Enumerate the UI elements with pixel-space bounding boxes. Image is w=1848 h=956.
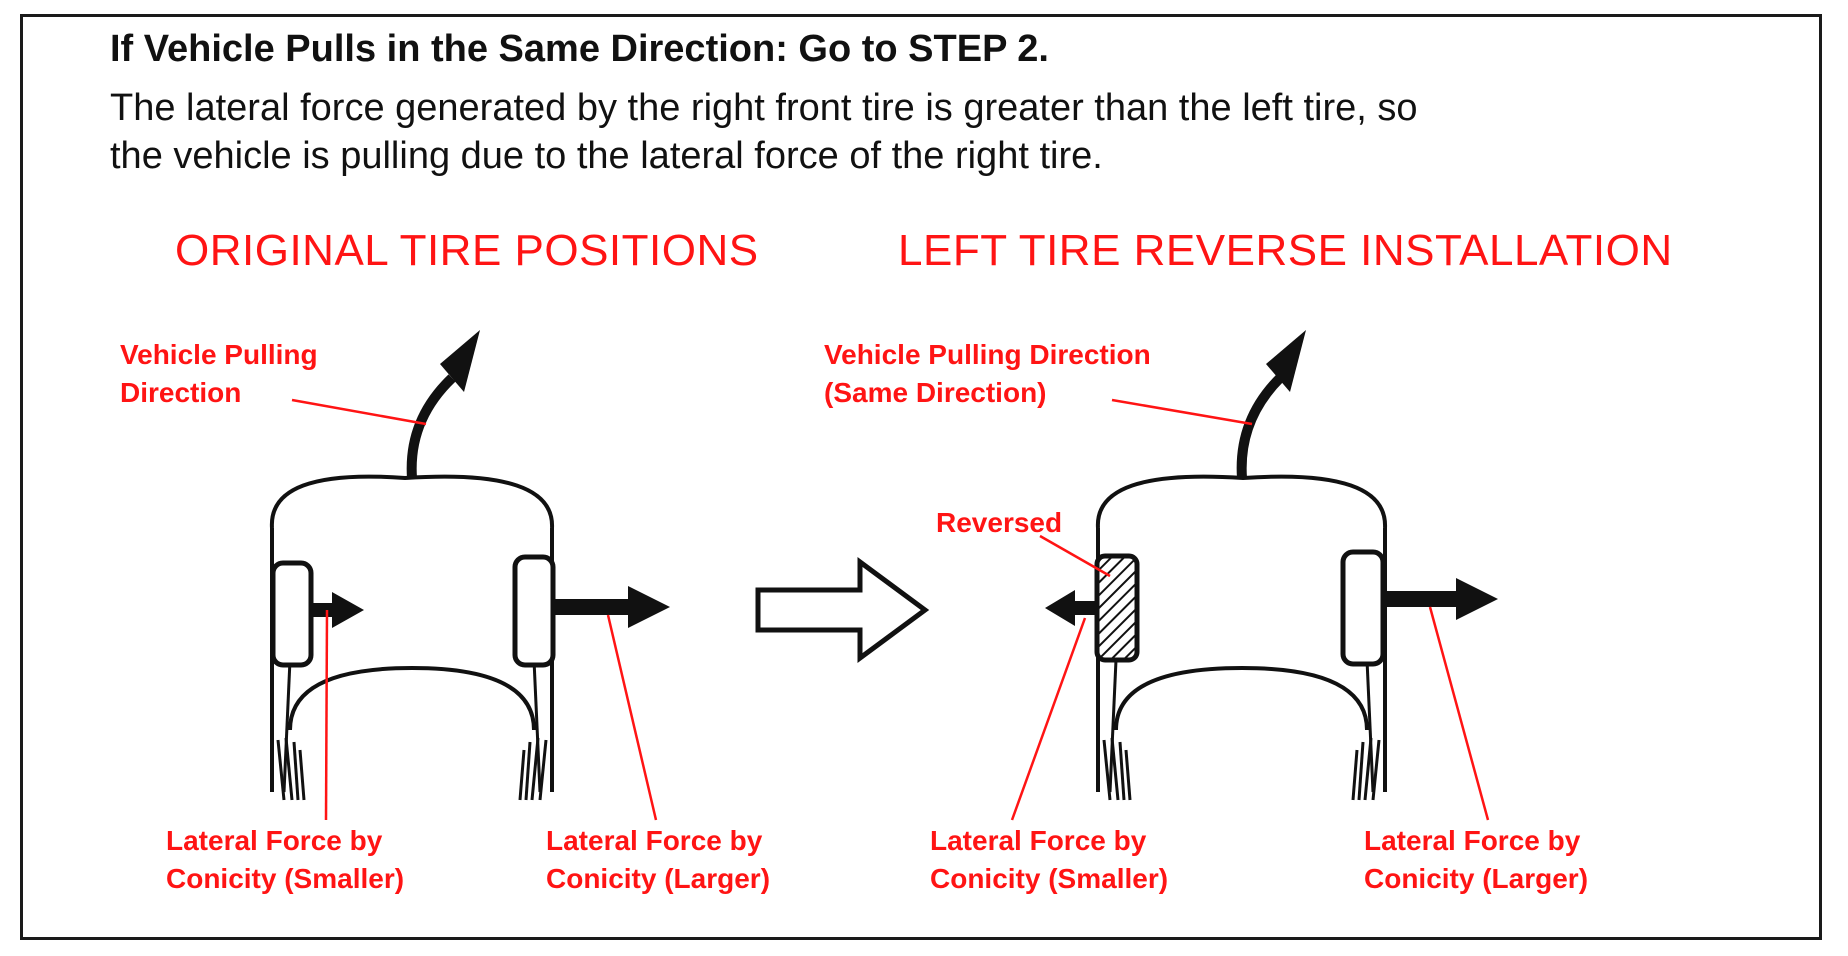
leader-lines [291,398,1490,821]
right-front-tire [1340,549,1386,667]
left-pull-direction-label: Vehicle Pulling Direction [120,339,318,408]
left-larger-force-label: Lateral Force by Conicity (Larger) [546,825,771,894]
right-small-force-leader [1010,617,1087,821]
large-lateral-force-arrow [1383,578,1498,620]
right-pull-leader [1111,398,1253,426]
vehicle-body-right-inner [1365,659,1375,793]
vehicle-body-right-inner [532,659,542,793]
right-larger-force-label: Lateral Force by Conicity (Larger) [1364,825,1589,894]
small-lateral-force-arrow [311,592,364,628]
vehicle-hood-outline [269,474,555,529]
left-smaller-force-label: Lateral Force by Conicity (Smaller) [166,825,405,894]
reverse-installation-title: LEFT TIRE REVERSE INSTALLATION [898,226,1673,275]
reversed-label: Reversed [936,507,1063,538]
right-pull-direction-label: Vehicle Pulling Direction (Same Directio… [824,339,1151,408]
explanation-line-2: the vehicle is pulling due to the latera… [110,135,1103,177]
step-heading: If Vehicle Pulls in the Same Direction: … [110,28,1049,70]
diagram-frame [20,14,1822,940]
original-positions-title: ORIGINAL TIRE POSITIONS [175,226,759,275]
left-small-force-leader [324,609,329,821]
left-pull-leader [291,398,427,426]
left-large-force-leader [606,614,658,821]
pull-direction-arrowhead [1266,330,1306,392]
right-large-force-leader [1428,606,1490,821]
right-rear-wheel-stripes [1351,737,1381,801]
vehicle-body-left-inner [282,659,292,793]
vehicle-body-left-inner [1108,659,1118,793]
pull-direction-arrow-shaft [1236,374,1284,479]
small-lateral-force-arrow [1045,590,1097,626]
reversed-leader [1039,534,1111,578]
left-front-tire [270,560,314,668]
wheel-well-arch [288,665,536,731]
large-lateral-force-arrow [553,586,670,628]
pull-direction-arrowhead [440,330,480,392]
original-vehicle [269,330,670,801]
left-rear-wheel-stripes [1102,737,1132,801]
right-rear-wheel-stripes [518,737,548,801]
wheel-well-arch [1114,665,1369,731]
left-rear-wheel-stripes [276,737,306,801]
pull-direction-arrow-shaft [406,374,456,479]
right-front-tire [512,554,556,668]
explanation-line-1: The lateral force generated by the right… [110,87,1418,129]
transition-arrow-icon [755,557,930,663]
vehicle-hood-outline [1095,474,1388,529]
explanation-text: The lateral force generated by the right… [110,84,1750,180]
right-smaller-force-label: Lateral Force by Conicity (Smaller) [930,825,1169,894]
